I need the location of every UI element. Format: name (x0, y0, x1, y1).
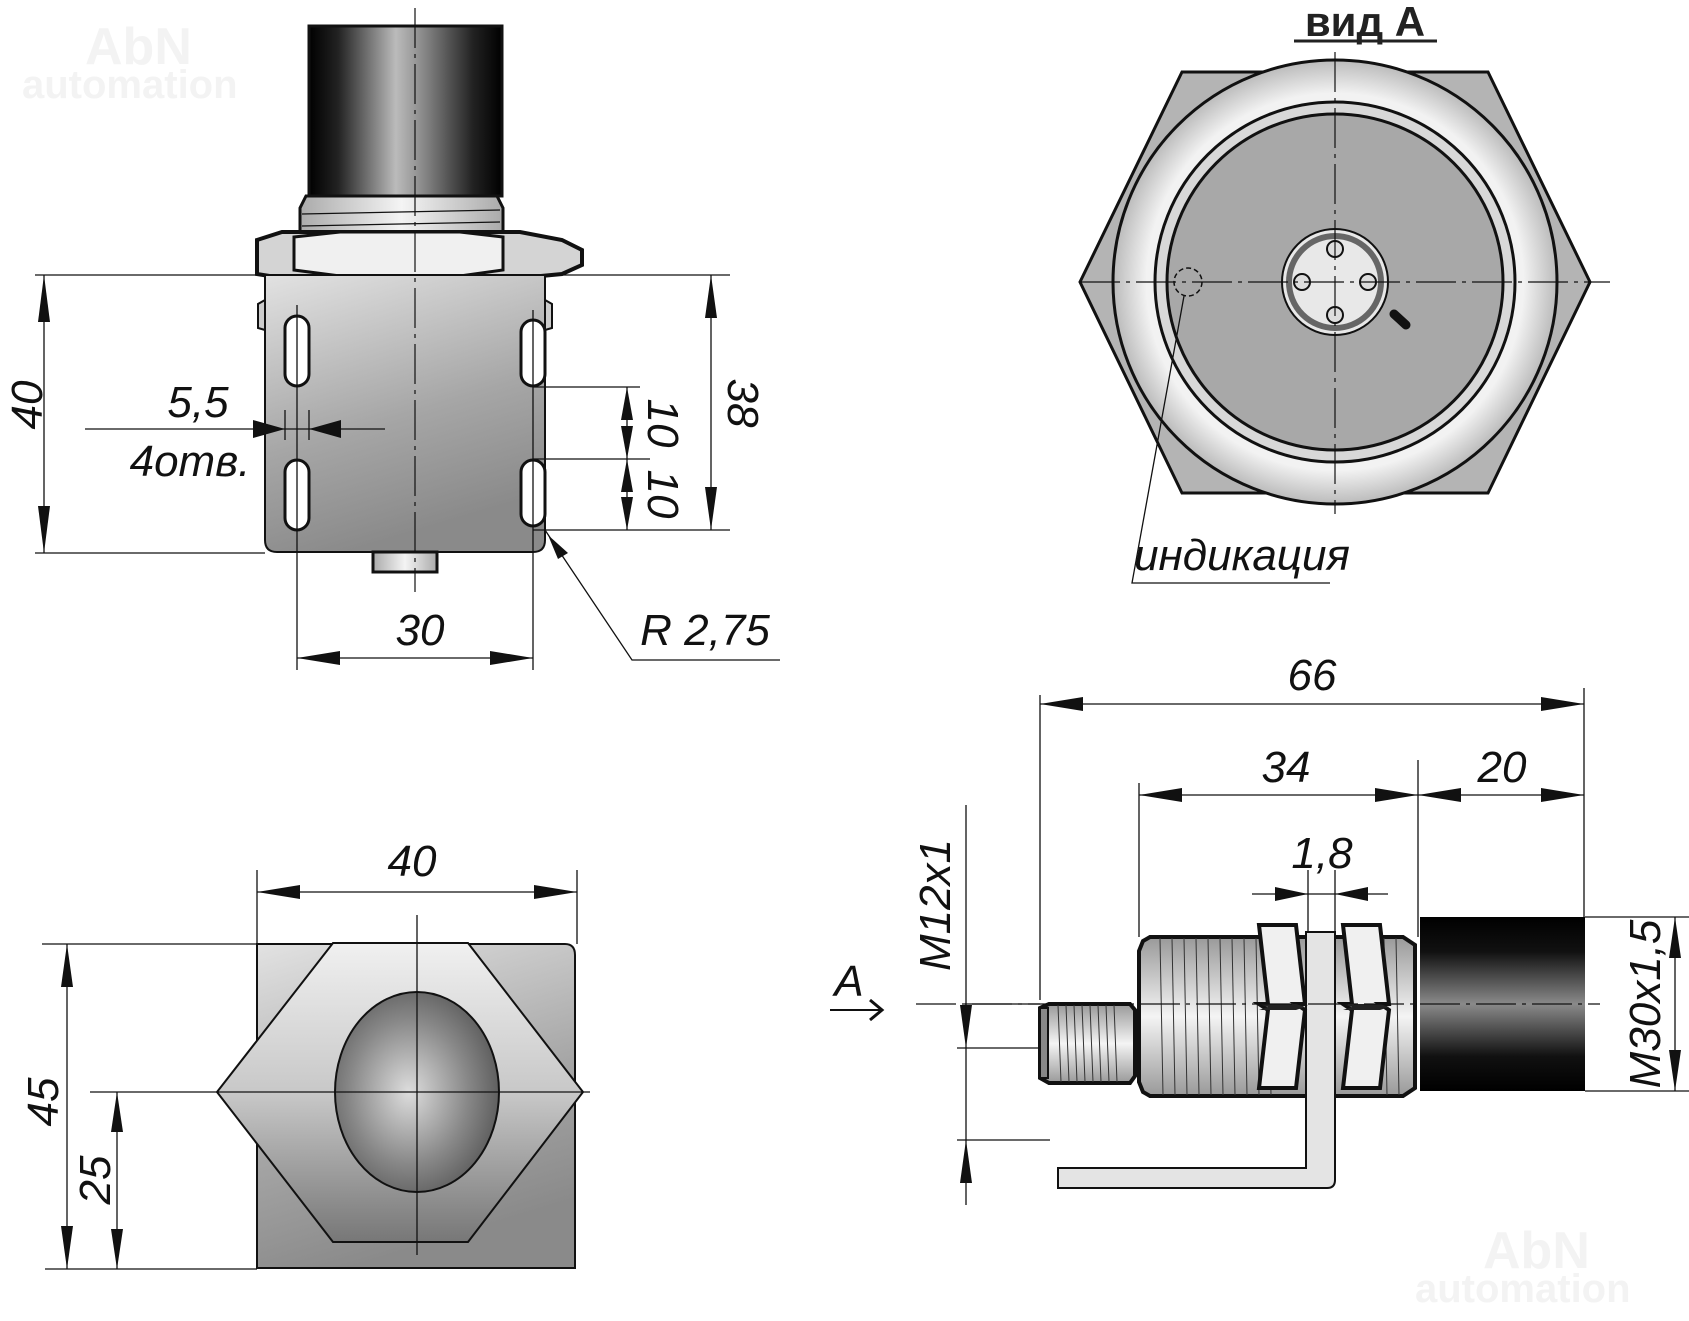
view-marker-a: A (831, 957, 863, 1006)
dim-radius: R 2,75 (640, 606, 770, 655)
dim-66: 66 (1288, 651, 1337, 700)
dim-40-width: 40 (388, 837, 437, 886)
sensor-side-view: 66 34 20 1,8 M12x1 M30x1,5 A (830, 651, 1689, 1205)
m12-connector (1038, 1002, 1137, 1085)
svg-text:automation: automation (1415, 1267, 1631, 1311)
indicator-callout: индикация (1134, 531, 1350, 580)
watermark-top-left: AbN automation (22, 18, 238, 107)
dim-slot-width: 5,5 (167, 378, 229, 427)
dim-m12: M12x1 (911, 839, 960, 971)
dim-spacing-1: 10 (638, 399, 687, 448)
svg-text:AbN: AbN (85, 18, 192, 76)
dim-spacing-2: 10 (638, 470, 687, 519)
svg-text:AbN: AbN (1483, 1222, 1590, 1280)
svg-text:automation: automation (22, 63, 238, 107)
nut (255, 230, 584, 280)
view-a-title: вид А (1305, 0, 1425, 45)
sensor-cap (307, 24, 504, 198)
dim-1-8: 1,8 (1291, 829, 1353, 878)
bracket-plate (1057, 931, 1336, 1189)
bracket-side-view: 40 5,5 4отв. 10 10 38 30 R 2,75 (3, 8, 780, 670)
view-a: вид А индикация (1078, 0, 1610, 584)
connector-key (1389, 309, 1411, 330)
dim-25: 25 (71, 1155, 120, 1205)
dim-20: 20 (1477, 743, 1527, 792)
dim-40-height: 40 (3, 380, 52, 429)
dim-45: 45 (19, 1077, 68, 1126)
dim-34: 34 (1262, 743, 1311, 792)
dim-30: 30 (396, 606, 445, 655)
bracket-front-view: 40 45 25 (19, 837, 590, 1270)
dim-m30: M30x1,5 (1621, 919, 1670, 1088)
dim-38: 38 (718, 379, 767, 428)
connector-stub (371, 550, 439, 574)
watermark-bottom-right: AbN automation (1415, 1222, 1631, 1311)
dim-slot-count: 4отв. (130, 437, 251, 486)
